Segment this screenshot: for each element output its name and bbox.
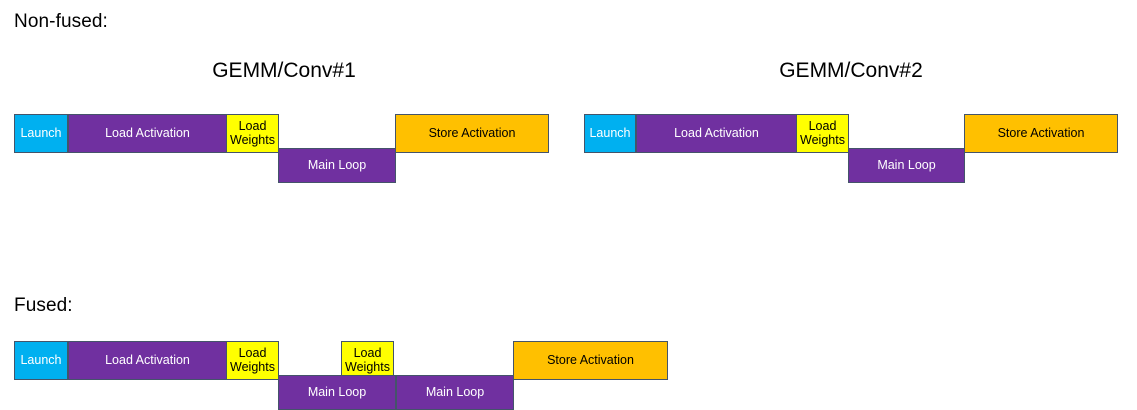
gemm-conv-2-load-weights-bar: Load Weights (796, 114, 849, 153)
gemm-conv-2-launch-bar: Launch (584, 114, 636, 153)
fused-launch-bar: Launch (14, 341, 68, 380)
gemm-conv-2-store-activation-bar: Store Activation (964, 114, 1118, 153)
gemm-conv-2-main-loop-bar: Main Loop (848, 148, 965, 183)
fused-load-weights-1-bar: Load Weights (226, 341, 279, 380)
fused-load-activation-bar: Load Activation (68, 341, 227, 380)
timeline-title-gemm-conv-1: GEMM/Conv#1 (212, 59, 356, 82)
gemm-conv-2-load-activation-bar: Load Activation (636, 114, 797, 153)
timeline-title-gemm-conv-2: GEMM/Conv#2 (779, 59, 923, 82)
section-label-non-fused: Non-fused: (14, 11, 108, 32)
section-label-fused: Fused: (14, 295, 73, 316)
fused-load-weights-2-bar: Load Weights (341, 341, 394, 380)
gemm-conv-1-load-activation-bar: Load Activation (68, 114, 227, 153)
fused-main-loop-1-bar: Main Loop (278, 375, 396, 410)
fused-main-loop-2-bar: Main Loop (396, 375, 514, 410)
gemm-conv-1-store-activation-bar: Store Activation (395, 114, 549, 153)
fused-store-activation-bar: Store Activation (513, 341, 668, 380)
gemm-conv-1-main-loop-bar: Main Loop (278, 148, 396, 183)
gemm-conv-1-load-weights-bar: Load Weights (226, 114, 279, 153)
gemm-conv-1-launch-bar: Launch (14, 114, 68, 153)
